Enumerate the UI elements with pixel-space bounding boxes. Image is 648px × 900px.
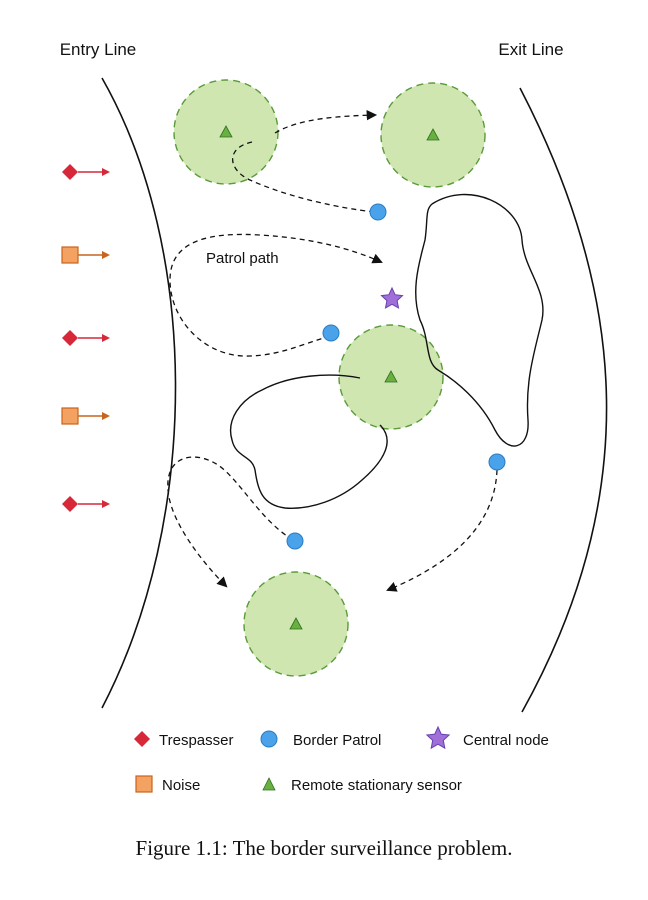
border-patrol-dot-icon — [260, 730, 278, 748]
sensor-coverage-top-right — [380, 82, 486, 188]
noise-square-icon — [61, 407, 79, 425]
sensor-coverage-center — [338, 324, 444, 430]
sensor-triangle-icon — [219, 125, 233, 138]
legend-label-border-patrol: Border Patrol — [293, 732, 381, 749]
patrol-path-main — [169, 233, 383, 357]
incoming-trespasser-marker — [62, 330, 110, 346]
exit-line — [519, 87, 608, 713]
entry-line-label: Entry Line — [60, 40, 137, 59]
incoming-trespasser-marker — [62, 164, 110, 180]
legend-item-noise: Noise — [135, 775, 200, 794]
legend-item-central-node: Central node — [425, 725, 549, 750]
trespasser-diamond-icon — [62, 496, 78, 512]
legend-item-sensor: Remote stationary sensor — [262, 777, 462, 794]
legend-item-border-patrol: Border Patrol — [260, 730, 381, 749]
central-node-star-icon — [425, 725, 451, 750]
legend-label-central-node: Central node — [463, 732, 549, 749]
exit-line-label: Exit Line — [498, 40, 563, 59]
patrol-path-top — [274, 110, 378, 134]
incoming-noise-marker — [61, 246, 110, 264]
border-patrol-unit — [369, 203, 387, 221]
trespasser-trajectory-lower — [230, 374, 388, 509]
sensor-coverage-top-left — [173, 79, 279, 185]
legend-label-noise: Noise — [162, 777, 200, 794]
central-node-star-icon — [380, 286, 404, 309]
sensor-triangle-icon — [262, 777, 276, 791]
patrol-path-bottom-right — [386, 469, 498, 592]
legend-item-trespasser: Trespasser — [134, 731, 233, 749]
border-patrol-unit — [322, 324, 340, 342]
sensor-triangle-icon — [426, 128, 440, 141]
sensor-coverage-bottom — [243, 571, 349, 677]
sensor-triangle-icon — [384, 370, 398, 383]
legend: Trespasser Border Patrol Central node No… — [134, 725, 549, 794]
border-patrol-unit — [488, 453, 506, 471]
patrol-path-circle-exit — [232, 141, 375, 213]
patrol-path-bottom-left — [167, 456, 294, 588]
trespasser-diamond-icon — [134, 731, 150, 747]
incoming-noise-marker — [61, 407, 110, 425]
figure-caption: Figure 1.1: The border surveillance prob… — [135, 836, 513, 860]
noise-square-icon — [135, 775, 153, 793]
legend-label-trespasser: Trespasser — [159, 732, 233, 749]
border-patrol-unit — [286, 532, 304, 550]
sensor-triangle-icon — [289, 617, 303, 630]
entry-line — [101, 77, 177, 709]
incoming-trespasser-marker — [62, 496, 110, 512]
legend-label-sensor: Remote stationary sensor — [291, 777, 462, 794]
trespasser-diamond-icon — [62, 164, 78, 180]
trespasser-trajectory-upper — [415, 193, 544, 447]
patrol-path-label: Patrol path — [206, 250, 279, 267]
noise-square-icon — [61, 246, 79, 264]
trespasser-diamond-icon — [62, 330, 78, 346]
